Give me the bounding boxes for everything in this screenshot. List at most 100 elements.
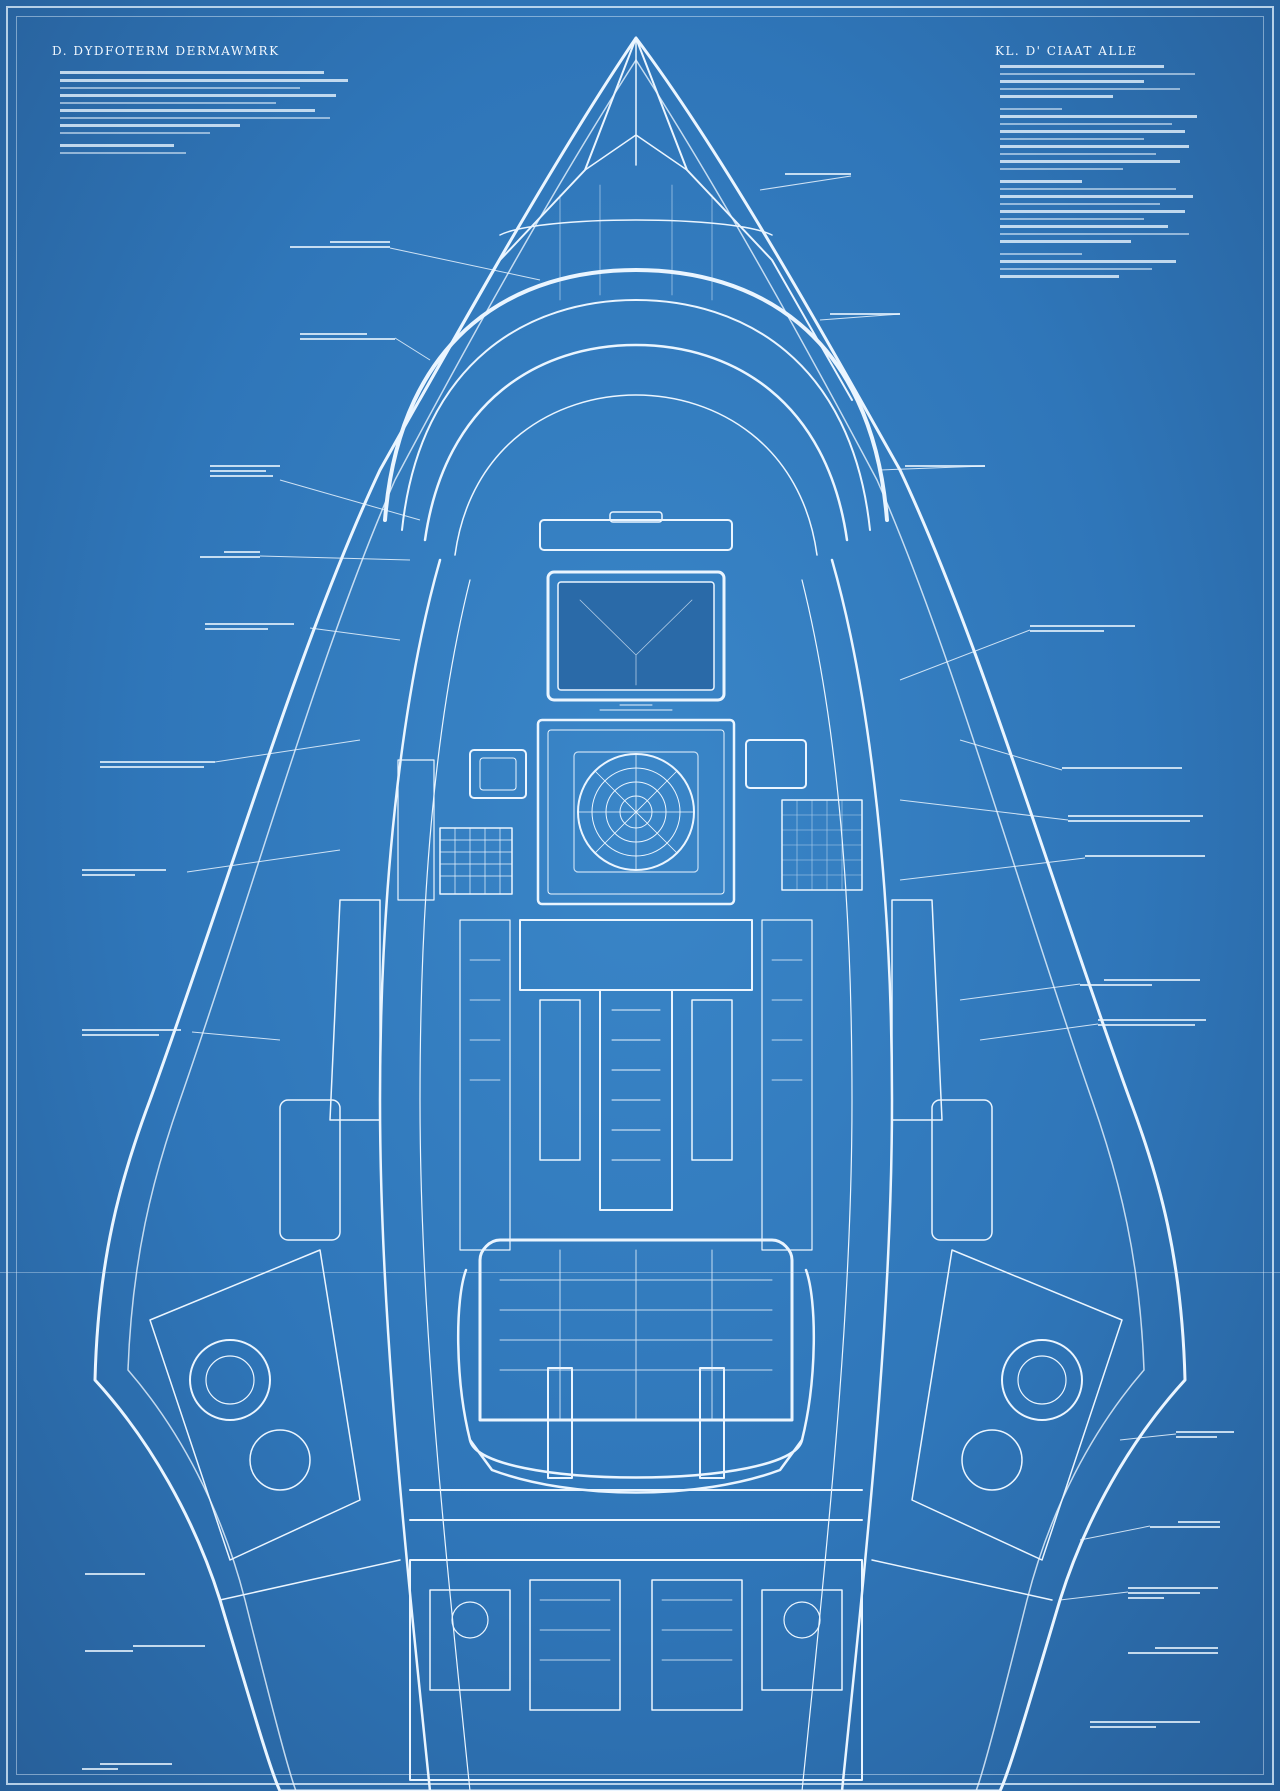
callout-label [85,1570,145,1578]
leader-line [959,739,1063,771]
callout-label [1085,852,1205,860]
instrument-panel [536,718,736,906]
radar-crosshair [577,753,695,871]
center-console [519,919,753,991]
right-wing-gear [1001,1339,1083,1421]
spec-notes-left [60,66,360,159]
canopy-frame [454,394,818,556]
left-switch-bank [439,827,513,895]
inner-border [16,16,1264,1775]
rear-module [761,1589,843,1691]
leader-line [214,739,361,763]
rear-detail [539,1599,733,1661]
leader-line [899,799,1069,821]
callout-label [1128,1644,1218,1657]
callout-label [82,1760,172,1773]
rear-module [429,1589,511,1691]
harness-strap-right [699,1367,725,1479]
display-ticks [599,704,673,711]
leader-line [819,313,901,321]
left-console [397,759,435,901]
hull-inner-line [127,59,637,1791]
right-wing-panel [911,1249,1123,1561]
leader-line [879,465,986,471]
callout-label [290,238,390,251]
leader-line [1079,1525,1151,1541]
callout-label [1030,622,1135,635]
nose-facet [419,37,637,401]
leader-line [394,337,431,361]
canopy-glass-streak [559,184,713,301]
title-left: D. DYDFOTERM DERMAWMRK [52,44,280,58]
left-mfd [469,749,527,799]
callout-label [82,1026,192,1039]
callout-label [785,170,851,178]
leader-line [1059,1591,1129,1601]
left-wing-gear [249,1429,311,1491]
horizon-line [0,1272,1280,1273]
callout-label [1062,764,1182,772]
leader-line [186,849,341,873]
leader-line [899,857,1086,881]
callout-label [100,758,215,771]
radar-bezel [573,751,699,873]
hud-housing-lip [609,511,663,523]
callout-label [1068,812,1203,825]
switch-rows [439,827,513,895]
grid-lines [781,799,863,891]
throttle-right [691,999,733,1161]
lower-frame [219,1559,1053,1601]
callout-label [200,548,260,561]
seat-back [478,1238,794,1422]
left-rail [459,919,511,1251]
callout-label [210,462,280,480]
rear-module [651,1579,743,1711]
callout-label [1150,1518,1220,1531]
cockpit-tub-inner [419,579,471,1791]
rear-gauge [783,1601,821,1639]
nose-facet [584,134,688,171]
display-crosshair [579,599,693,686]
leader-line [959,983,1081,1001]
main-display-bezel [546,570,726,702]
harness-strap-left [547,1367,573,1479]
leader-line [899,629,1031,681]
right-mfd [745,739,807,789]
callout-label [1090,1718,1200,1731]
seat-pan [468,1438,804,1494]
left-wing-panel [149,1249,361,1561]
leader-line [191,1031,281,1041]
rear-module [529,1579,621,1711]
right-wing-gear [961,1429,1023,1491]
callout-label [205,620,310,633]
center-pedestal [599,989,673,1211]
main-display-screen [557,581,715,691]
callout-label [1176,1428,1234,1441]
callout-label [1128,1584,1218,1602]
callout-label [300,330,395,343]
rear-bay [409,1559,863,1781]
left-hatch [279,1099,341,1241]
left-side-panel [329,899,381,1121]
right-wing-gear [1017,1355,1067,1405]
outer-border [6,6,1274,1785]
left-wing-gear [189,1339,271,1421]
rear-gauge [451,1601,489,1639]
throttle-left [539,999,581,1161]
callout-label [85,1642,205,1655]
leader-line [389,247,541,281]
right-hatch [931,1099,993,1241]
spec-notes-right [1000,60,1205,283]
canopy-inner [423,343,849,542]
cockpit-tub-inner [801,579,853,1791]
seat-bolster-right [800,1268,816,1442]
nose-facet [635,37,853,401]
leader-line [979,1023,1099,1041]
title-right: KL. D' CIAAT ALLE [995,44,1138,58]
canopy-mid [401,299,871,531]
callout-label [830,310,900,318]
hud-housing [539,519,733,551]
seat-cushion-lines [499,1249,773,1421]
hull-inner-line [635,59,1145,1791]
